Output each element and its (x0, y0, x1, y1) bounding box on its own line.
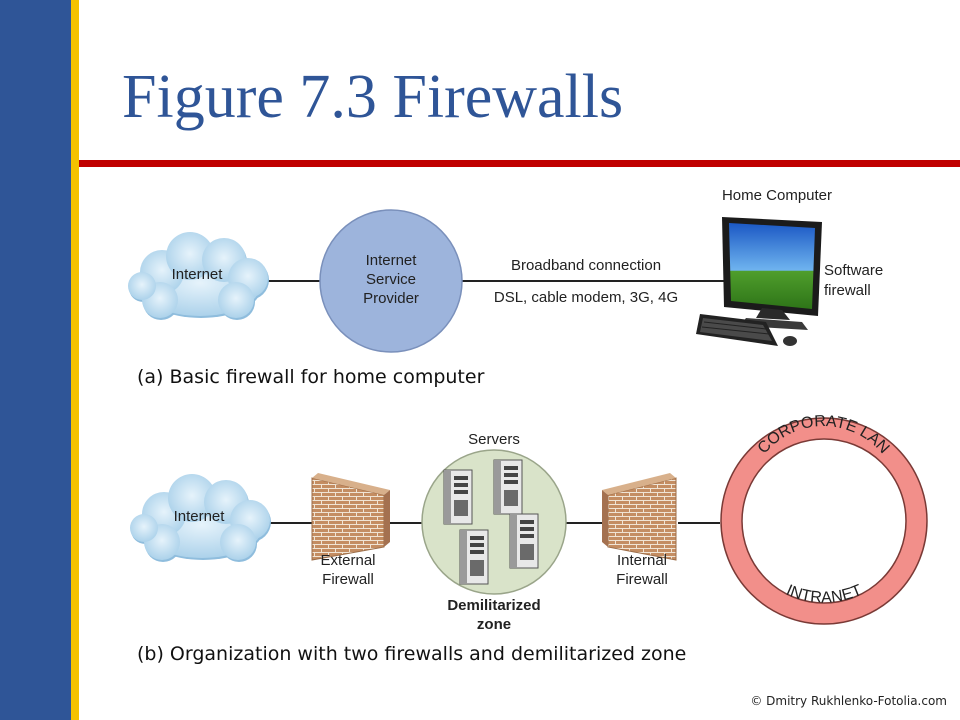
broadband-label: Broadband connection (511, 257, 661, 274)
caption-b: (b) Organization with two firewalls and … (137, 643, 687, 665)
image-credit: © Dmitry Rukhlenko-Fotolia.com (750, 694, 947, 708)
internet-cloud-b-label: Internet (174, 508, 226, 525)
external-firewall-icon (311, 473, 390, 561)
server-tower-1 (443, 469, 473, 525)
servers-label: Servers (468, 431, 520, 448)
isp-label-line3: Provider (363, 290, 419, 307)
isp-label-line2: Service (366, 271, 416, 288)
slide-title: Figure 7.3 Firewalls (122, 63, 624, 131)
dmz-label-line1: Demilitarized (447, 597, 540, 614)
internal-firewall-label-line1: Internal (617, 552, 667, 569)
internet-cloud-a-label: Internet (172, 266, 224, 283)
server-tower-3 (459, 529, 489, 585)
dmz-label-line2: zone (477, 616, 511, 633)
server-tower-2 (493, 459, 523, 515)
server-tower-4 (509, 513, 539, 569)
internal-firewall-icon (602, 473, 677, 561)
connection-types-label: DSL, cable modem, 3G, 4G (494, 289, 678, 306)
software-firewall-label-line2: firewall (824, 282, 871, 299)
corporate-lan-ring (720, 417, 928, 625)
home-computer-label: Home Computer (722, 187, 832, 204)
internal-firewall-label-line2: Firewall (616, 571, 668, 588)
slide-left-stripe (71, 0, 79, 720)
isp-circle (319, 209, 463, 353)
external-firewall-label-line2: Firewall (322, 571, 374, 588)
isp-label-line1: Internet (366, 252, 418, 269)
external-firewall-label-line1: External (320, 552, 375, 569)
home-computer-icon (696, 217, 822, 346)
title-rule (79, 160, 960, 167)
software-firewall-label-line1: Software (824, 262, 883, 279)
caption-a: (a) Basic firewall for home computer (137, 366, 485, 388)
slide-left-bar (0, 0, 71, 720)
